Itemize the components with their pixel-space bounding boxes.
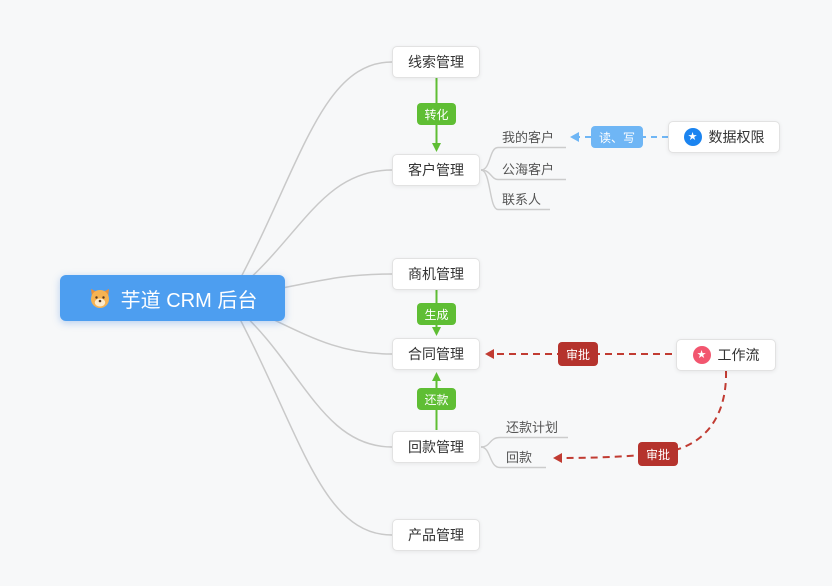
node-label: 回款管理	[408, 439, 464, 455]
edge-badge-repay: 还款	[417, 388, 456, 410]
root-node-label: 芋道 CRM 后台	[120, 289, 258, 312]
receivable-child-receivable[interactable]: 回款	[506, 450, 533, 465]
node-label: 客户管理	[408, 162, 464, 178]
node-label: 工作流	[717, 347, 760, 363]
node-receivable-management[interactable]: 回款管理	[392, 431, 480, 463]
node-workflow[interactable]: ★ 工作流	[676, 339, 776, 371]
node-contract-management[interactable]: 合同管理	[392, 338, 480, 370]
dog-face-icon	[88, 286, 112, 310]
node-label: 商机管理	[408, 266, 464, 282]
node-product-management[interactable]: 产品管理	[392, 519, 480, 551]
node-label: 线索管理	[408, 54, 464, 70]
edge-badge-generate: 生成	[417, 303, 456, 325]
node-opportunity-management[interactable]: 商机管理	[392, 258, 480, 290]
customer-child-my-customers[interactable]: 我的客户	[502, 130, 555, 145]
customer-child-contacts[interactable]: 联系人	[502, 192, 542, 207]
node-label: 数据权限	[708, 129, 765, 145]
edge-badge-convert: 转化	[417, 103, 456, 125]
green-flow-arrows	[432, 78, 441, 430]
root-node-crm-backend[interactable]: 芋道 CRM 后台	[60, 275, 285, 321]
node-data-permission[interactable]: ★ 数据权限	[668, 121, 780, 153]
receivable-child-repayment-plan[interactable]: 还款计划	[506, 420, 559, 435]
node-customer-management[interactable]: 客户管理	[392, 154, 480, 186]
edge-badge-read-write: 读、写	[591, 126, 643, 148]
customer-child-public-pool[interactable]: 公海客户	[502, 162, 555, 177]
star-icon: ★	[683, 128, 702, 146]
star-icon: ★	[692, 346, 711, 364]
edge-badge-approve-receivable: 审批	[638, 442, 678, 466]
node-lead-management[interactable]: 线索管理	[392, 46, 480, 78]
edge-badge-approve-contract: 审批	[558, 342, 598, 366]
node-label: 合同管理	[408, 346, 464, 362]
node-label: 产品管理	[408, 527, 464, 543]
